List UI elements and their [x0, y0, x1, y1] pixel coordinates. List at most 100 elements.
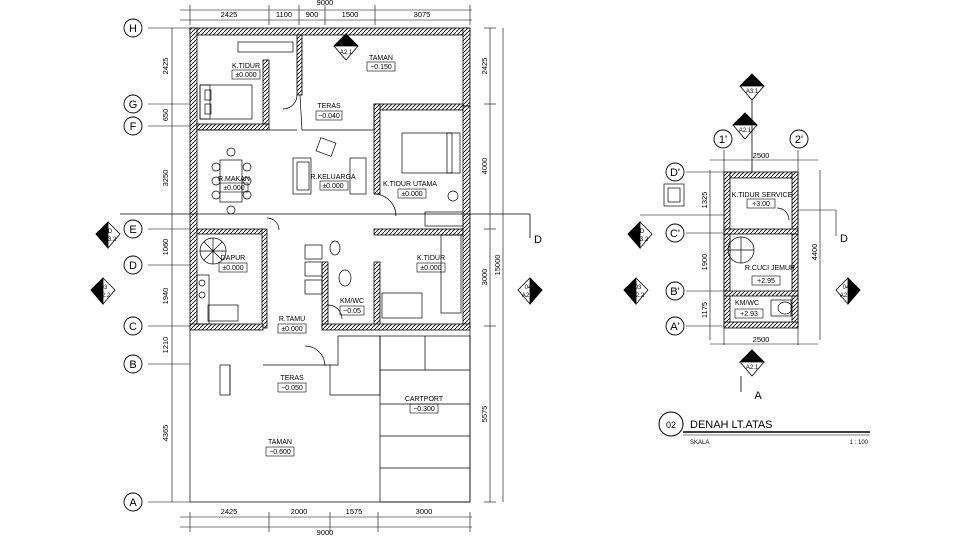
- section-mark-d-bottom: A3.2: [104, 237, 117, 243]
- upper-furniture: [663, 183, 793, 317]
- room-name-r-makan: R.MAKAN: [218, 176, 250, 183]
- room-name-teras-1: TERAS: [317, 103, 341, 110]
- grid-label-e: E: [129, 224, 136, 236]
- upper-mark-01-bottom: A2.1: [746, 365, 759, 371]
- upper-grid-bubble-1: [713, 129, 733, 149]
- main-dimensions: [148, 5, 504, 532]
- upper-room-level-km-wc: +2.93: [740, 311, 758, 318]
- dim-bottom-3: 1575: [346, 507, 363, 516]
- dim-top-4: 1500: [342, 10, 359, 19]
- title-number-circle: [658, 411, 684, 437]
- room-level-dapur: ±0.000: [222, 265, 243, 272]
- room-level-teras-1: −0.040: [318, 113, 340, 120]
- section-mark-02-top: 02: [343, 42, 350, 48]
- upper-mark-02-top: 02: [742, 120, 749, 126]
- upper-room-name-k-tidur-service: K.TIDUR SERVICE: [732, 192, 793, 199]
- section-mark-02-bottom: A2.1: [340, 50, 353, 56]
- grid-bubble-e: [123, 219, 143, 239]
- dim-bottom-total: 9000: [317, 528, 334, 537]
- room-name-r-keluarga: R.KELUARGA: [310, 174, 355, 181]
- room-level-r-makan: ±0.000: [223, 185, 244, 192]
- room-name-taman-2: TAMAN: [268, 439, 292, 446]
- upper-mark-03-bottom: A2.2: [632, 293, 645, 299]
- room-name-k-tidur-utama: K.TIDUR UTAMA: [383, 181, 437, 188]
- section-mark-03-bottom: A2.2: [98, 293, 111, 299]
- upper-dim-right: 4400: [810, 244, 819, 261]
- dim-top-2: 1100: [276, 10, 292, 19]
- room-name-teras-2: TERAS: [280, 375, 304, 382]
- dim-top-1: 2425: [221, 10, 238, 19]
- room-level-r-keluarga: ±0.000: [322, 183, 343, 190]
- upper-mark-03-top: 03: [635, 285, 642, 291]
- room-name-taman-1: TAMAN: [369, 55, 393, 62]
- dim-left-3: 3250: [161, 170, 170, 187]
- title-text: DENAH LT.ATAS: [690, 419, 773, 431]
- upper-section-letter-a: A: [754, 390, 762, 402]
- room-name-k-tidur-1: K.TIDUR: [232, 63, 260, 70]
- upper-dim-top: 2500: [753, 151, 770, 160]
- grid-label-d: D: [129, 260, 137, 272]
- room-name-km-wc: KM/WC: [340, 298, 364, 305]
- dim-bottom-1: 2425: [221, 507, 238, 516]
- title-number: 02: [666, 420, 676, 430]
- upper-dim-left-2: 1900: [700, 254, 709, 271]
- dim-top-total: 9000: [317, 0, 334, 7]
- upper-section-letter-d: D: [840, 233, 848, 245]
- upper-grid-bubble-c: [665, 223, 685, 243]
- grid-bubble-a: [123, 492, 143, 512]
- grid-bubble-d: [123, 255, 143, 275]
- upper-grid-label-b: B': [670, 286, 679, 298]
- room-level-km-wc: −0.05: [343, 308, 361, 315]
- room-level-teras-2: −0.050: [281, 385, 303, 392]
- grid-label-b: B: [129, 359, 136, 371]
- upper-mark-01-top: 01: [749, 357, 756, 363]
- room-name-dapur: DAPUR: [221, 255, 246, 262]
- section-mark-03-top: 03: [101, 285, 108, 291]
- room-level-k-tidur-2: ±0.000: [420, 265, 441, 272]
- level-boxes: [218, 61, 446, 457]
- room-level-k-tidur-utama: ±0.000: [401, 191, 422, 198]
- dim-right-1: 2425: [480, 58, 489, 75]
- upper-dim-left-1: 1325: [700, 192, 709, 209]
- upper-section-markers: [623, 73, 861, 392]
- grid-bubble-f: [123, 116, 143, 136]
- room-level-cartport: −0.300: [413, 406, 435, 413]
- dim-left-5: 1940: [161, 288, 170, 305]
- scale-label: SKALA: [690, 440, 709, 446]
- upper-dim-bottom: 2500: [753, 335, 770, 344]
- grid-label-g: G: [129, 99, 138, 111]
- room-name-cartport: CARTPORT: [405, 396, 444, 403]
- room-level-taman-2: −0.600: [269, 449, 291, 456]
- grid-label-h: H: [129, 23, 137, 35]
- upper-grid-bubble-b: [665, 281, 685, 301]
- room-level-taman-1: −0.150: [370, 64, 392, 71]
- room-level-k-tidur-1: ±0.000: [235, 72, 256, 79]
- upper-grid-label-d: D': [670, 167, 680, 179]
- dim-bottom-2: 2000: [291, 507, 308, 516]
- section-mark-d-top: D: [108, 229, 113, 235]
- dim-left-2: 650: [161, 109, 170, 122]
- title-block: [658, 411, 870, 437]
- upper-mark-04-bottom: A2.2: [840, 293, 853, 299]
- grid-label-a: A: [129, 497, 137, 509]
- dim-right-total: 15000: [493, 255, 502, 276]
- upper-room-level-r-cuci-jemur: +2.95: [757, 278, 775, 285]
- dim-top-5: 3075: [414, 10, 431, 19]
- grid-bubble-b: [123, 354, 143, 374]
- main-room-labels: K.TIDUR ±0.000 TAMAN −0.150 TERAS −0.040…: [218, 55, 445, 456]
- dim-bottom-4: 3000: [416, 507, 433, 516]
- room-level-r-tamu: ±0.000: [281, 326, 302, 333]
- upper-level-boxes: [734, 198, 781, 319]
- main-walls: [189, 27, 471, 331]
- upper-mark-04-top: 04: [843, 285, 850, 291]
- upper-grid-bubble-d: [665, 162, 685, 182]
- dim-right-4: 5575: [480, 406, 489, 423]
- dim-left-1: 2425: [161, 58, 170, 75]
- grid-bubble-c: [123, 316, 143, 336]
- grid-label-f: F: [130, 121, 137, 133]
- grid-bubble-h: [123, 18, 143, 38]
- section-mark-04-bottom: A2.2: [522, 293, 535, 299]
- dim-left-6: 1210: [161, 337, 170, 354]
- dim-top-3: 900: [306, 10, 319, 19]
- upper-room-level-k-tidur-service: +3.00: [752, 201, 770, 208]
